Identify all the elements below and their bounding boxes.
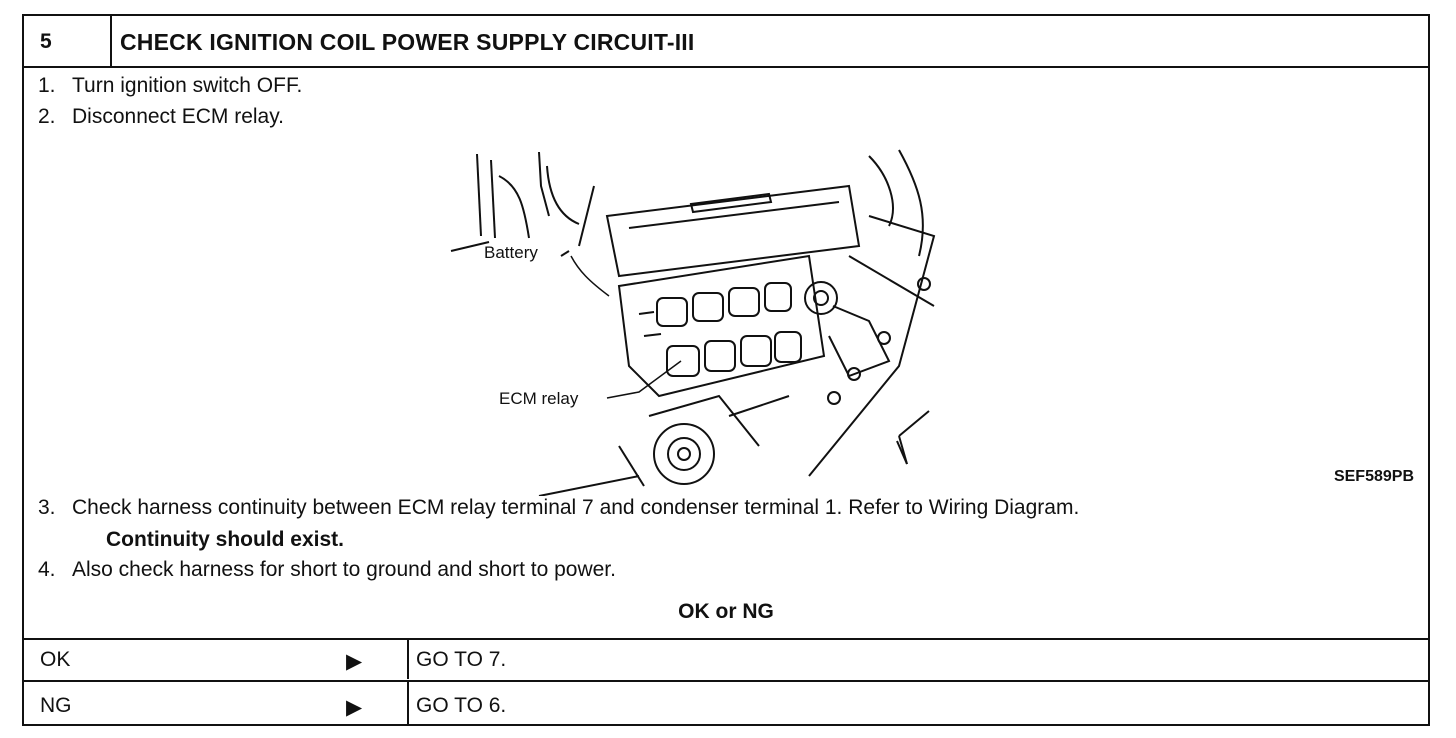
instruction-2-text: Disconnect ECM relay. xyxy=(72,105,285,128)
result-label: OK xyxy=(40,648,71,671)
result-row-ng: NG ▶ GO TO 6. xyxy=(24,680,1428,726)
instruction-1-number: 1. xyxy=(38,74,56,97)
result-action: GO TO 7. xyxy=(416,648,507,671)
instruction-4-number: 4. xyxy=(38,558,56,581)
instruction-3-requirement: Continuity should exist. xyxy=(106,528,345,551)
result-action: GO TO 6. xyxy=(416,694,507,717)
figure-id: SEF589PB xyxy=(1333,468,1414,485)
instruction-3-number: 3. xyxy=(38,496,56,519)
engine-compartment-illustration: Battery ECM relay xyxy=(450,149,936,496)
step-number: 5 xyxy=(24,16,112,66)
battery-label: Battery xyxy=(484,243,538,262)
step-title: CHECK IGNITION COIL POWER SUPPLY CIRCUIT… xyxy=(120,29,695,55)
ecm-relay-label: ECM relay xyxy=(499,389,579,408)
result-label: NG xyxy=(40,694,72,717)
instruction-1: 1. Turn ignition switch OFF. xyxy=(38,74,302,98)
instruction-2: 2. Disconnect ECM relay. xyxy=(38,105,284,129)
step-header: 5 CHECK IGNITION COIL POWER SUPPLY CIRCU… xyxy=(24,16,1428,68)
inspection-procedure-box: 5 CHECK IGNITION COIL POWER SUPPLY CIRCU… xyxy=(22,14,1430,726)
column-divider xyxy=(407,640,409,679)
instruction-1-text: Turn ignition switch OFF. xyxy=(72,74,303,97)
result-row-ok: OK ▶ GO TO 7. xyxy=(24,638,1428,679)
right-arrow-icon: ▶ xyxy=(346,696,363,719)
result-header: OK or NG xyxy=(678,600,774,623)
instruction-4: 4. Also check harness for short to ground… xyxy=(38,558,616,582)
instruction-3: 3. Check harness continuity between ECM r… xyxy=(38,496,1079,520)
instruction-4-text: Also check harness for short to ground a… xyxy=(72,558,616,581)
right-arrow-icon: ▶ xyxy=(346,650,363,673)
instruction-2-number: 2. xyxy=(38,105,56,128)
instruction-3-text: Check harness continuity between ECM rel… xyxy=(72,496,1080,519)
column-divider xyxy=(407,682,409,726)
